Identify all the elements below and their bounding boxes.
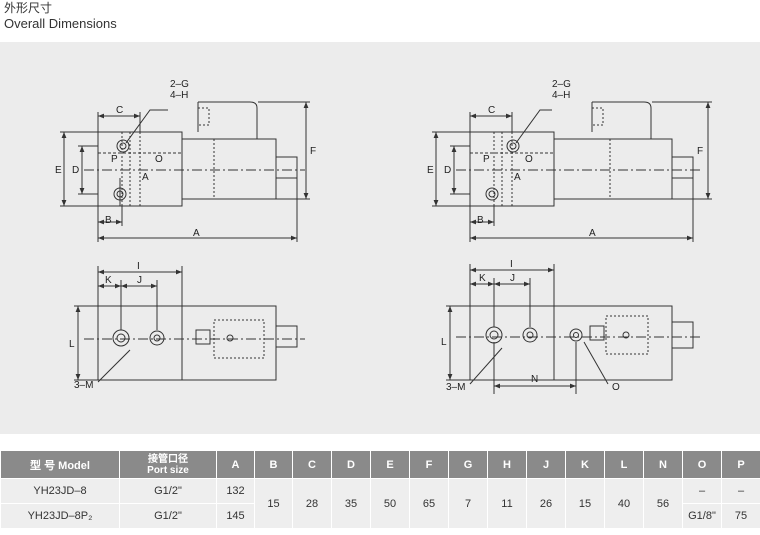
solenoid-coil xyxy=(181,138,277,200)
port-label-o-2: O xyxy=(525,154,533,165)
cell-n-shared: 56 xyxy=(644,479,682,528)
cell-p: – xyxy=(722,479,760,503)
cell-o: – xyxy=(683,479,721,503)
cell-port-size: G1/2" xyxy=(120,504,216,528)
dim-label-c: C xyxy=(116,105,123,116)
title-chinese: 外形尺寸 xyxy=(4,1,53,15)
cell-model: YH23JD–8 xyxy=(1,479,119,503)
header-e: E xyxy=(371,451,409,478)
cell-c-shared: 28 xyxy=(293,479,331,528)
header-k: K xyxy=(566,451,604,478)
header-port-size-cn: 接管口径 xyxy=(148,453,188,465)
cell-a: 145 xyxy=(217,504,254,528)
dim-label-d-2: D xyxy=(444,165,451,176)
cell-a: 132 xyxy=(217,479,254,503)
dim-label-i: I xyxy=(137,261,140,272)
header-p: P xyxy=(722,451,760,478)
header-b: B xyxy=(255,451,292,478)
cell-f-shared: 65 xyxy=(410,479,448,528)
dimension-drawings: C B A E D F P O A 2–G 4–H I K J L 3–M xyxy=(55,79,712,394)
dim-label-b: B xyxy=(105,215,112,226)
callout-2g-2: 2–G xyxy=(552,79,571,90)
dim-label-b-2: B xyxy=(477,215,484,226)
table-row: YH23JD–8 G1/2" 132 15 28 35 50 65 7 11 2… xyxy=(1,479,760,528)
dim-label-f: F xyxy=(310,146,316,157)
dim-label-d: D xyxy=(72,165,79,176)
table-row: YH23JD–8P₂ G1/2" 145 G1/8" 75 xyxy=(1,504,760,528)
header-a: A xyxy=(217,451,254,478)
port-label-p: P xyxy=(111,154,118,165)
dim-label-j-2: J xyxy=(510,273,515,284)
port-label-o: O xyxy=(155,154,163,165)
cell-p: 75 xyxy=(722,504,760,528)
header-o: O xyxy=(683,451,721,478)
callout-3m: 3–M xyxy=(74,380,93,391)
dim-label-l: L xyxy=(69,339,75,350)
callout-3m-2: 3–M xyxy=(446,382,465,393)
cell-b-shared: 15 xyxy=(255,479,292,528)
cell-h-shared: 11 xyxy=(488,479,526,528)
dim-label-e: E xyxy=(55,165,62,176)
manual-override-pin xyxy=(275,156,298,179)
callout-2g: 2–G xyxy=(170,79,189,90)
port-label-p-2: P xyxy=(483,154,490,165)
drawing-panel: C B A E D F P O A 2–G 4–H I K J L 3–M xyxy=(0,42,760,434)
dim-label-i-2: I xyxy=(510,259,513,270)
dim-label-k-2: K xyxy=(479,273,486,284)
section-header: 外形尺寸 Overall Dimensions xyxy=(4,2,117,30)
header-h: H xyxy=(488,451,526,478)
header-n: N xyxy=(644,451,682,478)
cell-j-shared: 26 xyxy=(527,479,565,528)
cell-g-shared: 7 xyxy=(449,479,487,528)
dim-label-a-2: A xyxy=(589,228,596,239)
cell-l-shared: 40 xyxy=(605,479,643,528)
header-f: F xyxy=(410,451,448,478)
front-view-model-8p xyxy=(432,101,712,242)
cell-e-shared: 50 xyxy=(371,479,409,528)
cell-model: YH23JD–8P₂ xyxy=(1,504,119,528)
top-view-model-8 xyxy=(74,266,305,383)
header-j: J xyxy=(527,451,565,478)
dim-label-j: J xyxy=(137,275,142,286)
port-label-o-side: O xyxy=(612,382,620,393)
port-label-a-2: A xyxy=(514,172,521,183)
cell-k-shared: 15 xyxy=(566,479,604,528)
dim-label-k: K xyxy=(105,275,112,286)
header-g: G xyxy=(449,451,487,478)
header-port-size-en: Port size xyxy=(147,464,189,476)
callout-4h: 4–H xyxy=(170,90,188,101)
header-l: L xyxy=(605,451,643,478)
dim-label-c-2: C xyxy=(488,105,495,116)
cell-port-size: G1/2" xyxy=(120,479,216,503)
callout-4h-2: 4–H xyxy=(552,90,570,101)
top-view-model-8p xyxy=(446,264,700,394)
dim-label-e-2: E xyxy=(427,165,434,176)
cell-o: G1/8" xyxy=(683,504,721,528)
dim-label-a: A xyxy=(193,228,200,239)
port-label-a: A xyxy=(142,172,149,183)
dim-label-f-2: F xyxy=(697,146,703,157)
header-c: C xyxy=(293,451,331,478)
dim-label-l-2: L xyxy=(441,337,447,348)
front-view-model-8 xyxy=(60,101,310,242)
header-model: 型 号 Model xyxy=(1,451,119,478)
header-d: D xyxy=(332,451,370,478)
cell-d-shared: 35 xyxy=(332,479,370,528)
dim-label-n: N xyxy=(531,374,538,385)
title-english: Overall Dimensions xyxy=(4,16,117,31)
